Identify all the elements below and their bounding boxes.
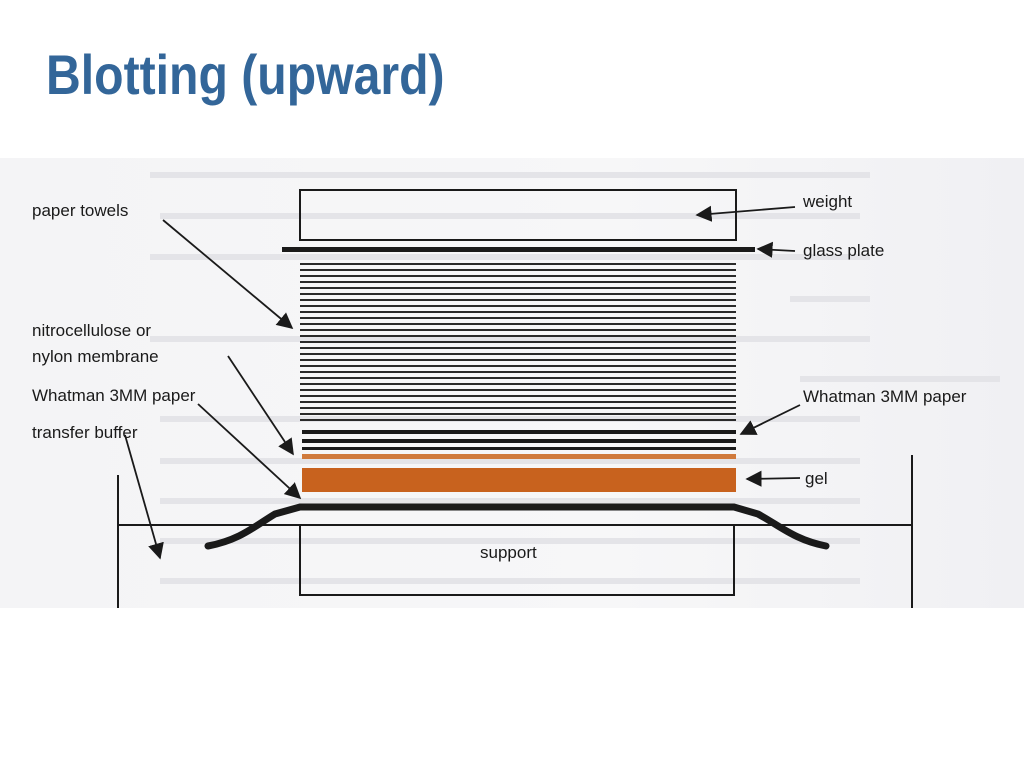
paper-towel-stack <box>300 263 736 421</box>
weight-block <box>299 189 737 241</box>
label-transfer-buffer: transfer buffer <box>32 423 138 442</box>
blotting-diagram: weight glass plate paper towels nitrocel… <box>32 189 967 608</box>
label-membrane-line2: nylon membrane <box>32 347 159 366</box>
arrow-weight <box>695 205 796 222</box>
arrow-whatman-left <box>197 403 302 500</box>
diagram-scan: weight glass plate paper towels nitrocel… <box>0 158 1024 608</box>
gel-layer <box>302 468 736 492</box>
arrow-membrane <box>227 355 294 456</box>
arrow-gel <box>745 470 801 487</box>
support-block <box>299 524 735 596</box>
whatman-paper-stack <box>302 430 736 450</box>
label-whatman-left: Whatman 3MM paper <box>32 386 196 405</box>
arrow-whatman-right <box>739 404 801 435</box>
membrane-layer <box>302 454 736 459</box>
label-gel: gel <box>805 469 828 488</box>
slide-title: Blotting (upward) <box>46 43 445 106</box>
label-support: support <box>480 543 537 562</box>
arrow-glass-plate <box>756 241 796 258</box>
label-whatman-right: Whatman 3MM paper <box>803 387 967 406</box>
label-membrane-line1: nitrocellulose or <box>32 321 151 340</box>
buffer-tray <box>117 455 913 608</box>
label-paper-towels: paper towels <box>32 201 128 220</box>
arrow-paper-towels <box>162 219 294 330</box>
label-weight: weight <box>802 192 852 211</box>
arrow-transfer-buffer <box>124 434 164 560</box>
label-glass-plate: glass plate <box>803 241 884 260</box>
wick-paper <box>204 503 830 550</box>
glass-plate <box>282 247 755 252</box>
